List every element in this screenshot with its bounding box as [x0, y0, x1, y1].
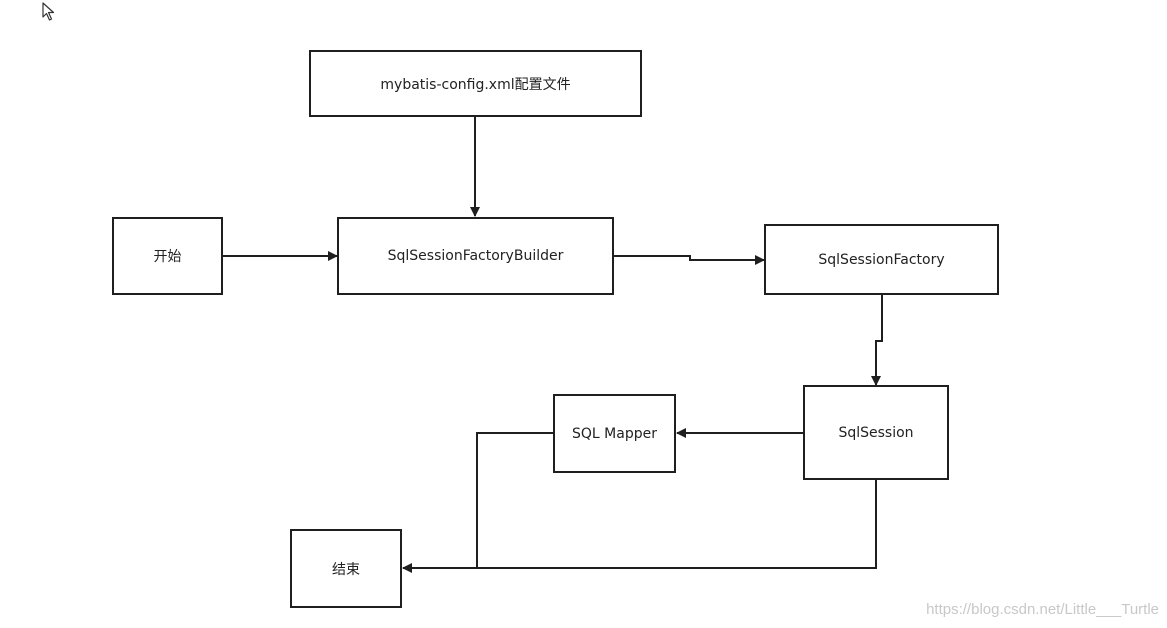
node-factory-label: SqlSessionFactory [818, 251, 945, 268]
node-config-label: mybatis-config.xml配置文件 [380, 76, 571, 93]
mouse-pointer-icon [42, 2, 55, 21]
node-session-label: SqlSession [838, 424, 914, 441]
edge-factory-to-session [871, 295, 883, 386]
edge-mapper-to-end [402, 432, 553, 573]
node-start-label: 开始 [153, 249, 182, 265]
node-factory[interactable]: SqlSessionFactory [764, 224, 999, 295]
node-config[interactable]: mybatis-config.xml配置文件 [309, 50, 642, 117]
node-session[interactable]: SqlSession [803, 385, 949, 480]
node-mapper[interactable]: SQL Mapper [553, 394, 676, 473]
watermark-text: https://blog.csdn.net/Little___Turtle [926, 601, 1159, 618]
node-builder-label: SqlSessionFactoryBuilder [387, 248, 564, 264]
node-end-label: 结束 [332, 561, 360, 578]
edge-session-to-end [477, 480, 877, 569]
node-start[interactable]: 开始 [112, 217, 223, 295]
node-end[interactable]: 结束 [290, 529, 402, 608]
node-mapper-label: SQL Mapper [572, 425, 657, 442]
node-builder[interactable]: SqlSessionFactoryBuilder [337, 217, 614, 295]
edge-builder-to-factory [614, 255, 765, 265]
